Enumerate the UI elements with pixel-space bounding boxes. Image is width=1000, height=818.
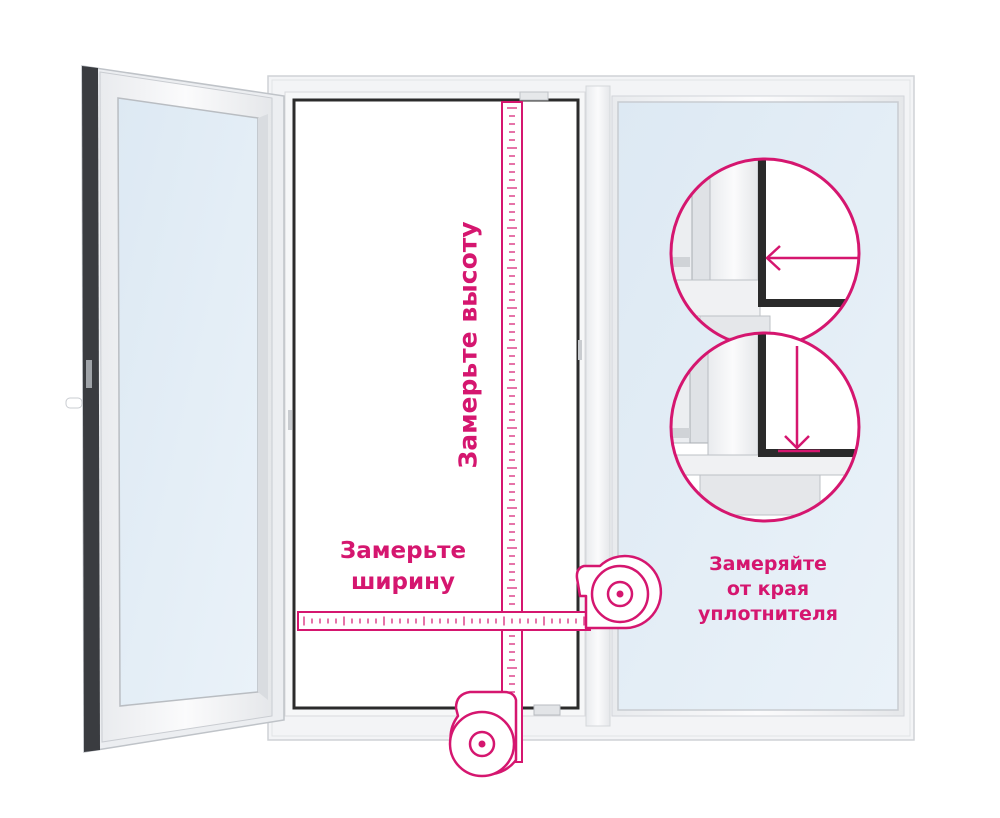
measure-height-text: Замерьте высоту: [453, 221, 483, 469]
seal-detail-width-inset: [669, 157, 861, 349]
height-ruler-ticks: [507, 107, 517, 757]
tape-measure-height-icon: [448, 690, 518, 778]
seal-detail-height-inset: [669, 331, 861, 523]
height-ruler: [501, 101, 523, 763]
measure-width-line1: Замерьте: [339, 538, 467, 564]
open-sash: [65, 65, 285, 753]
seal-edge-line2: от края: [726, 578, 810, 600]
seal-edge-line3: уплотнителя: [698, 603, 838, 625]
width-ruler-ticks: [303, 616, 585, 626]
measure-width-label: Замерьте ширину: [318, 536, 488, 598]
seal-edge-line1: Замеряйте: [709, 553, 827, 575]
seal-edge-label: Замеряйте от края уплотнителя: [688, 552, 848, 627]
width-ruler: [297, 611, 591, 631]
tape-measure-width-icon: [575, 554, 663, 630]
measure-width-line2: ширину: [350, 569, 455, 595]
